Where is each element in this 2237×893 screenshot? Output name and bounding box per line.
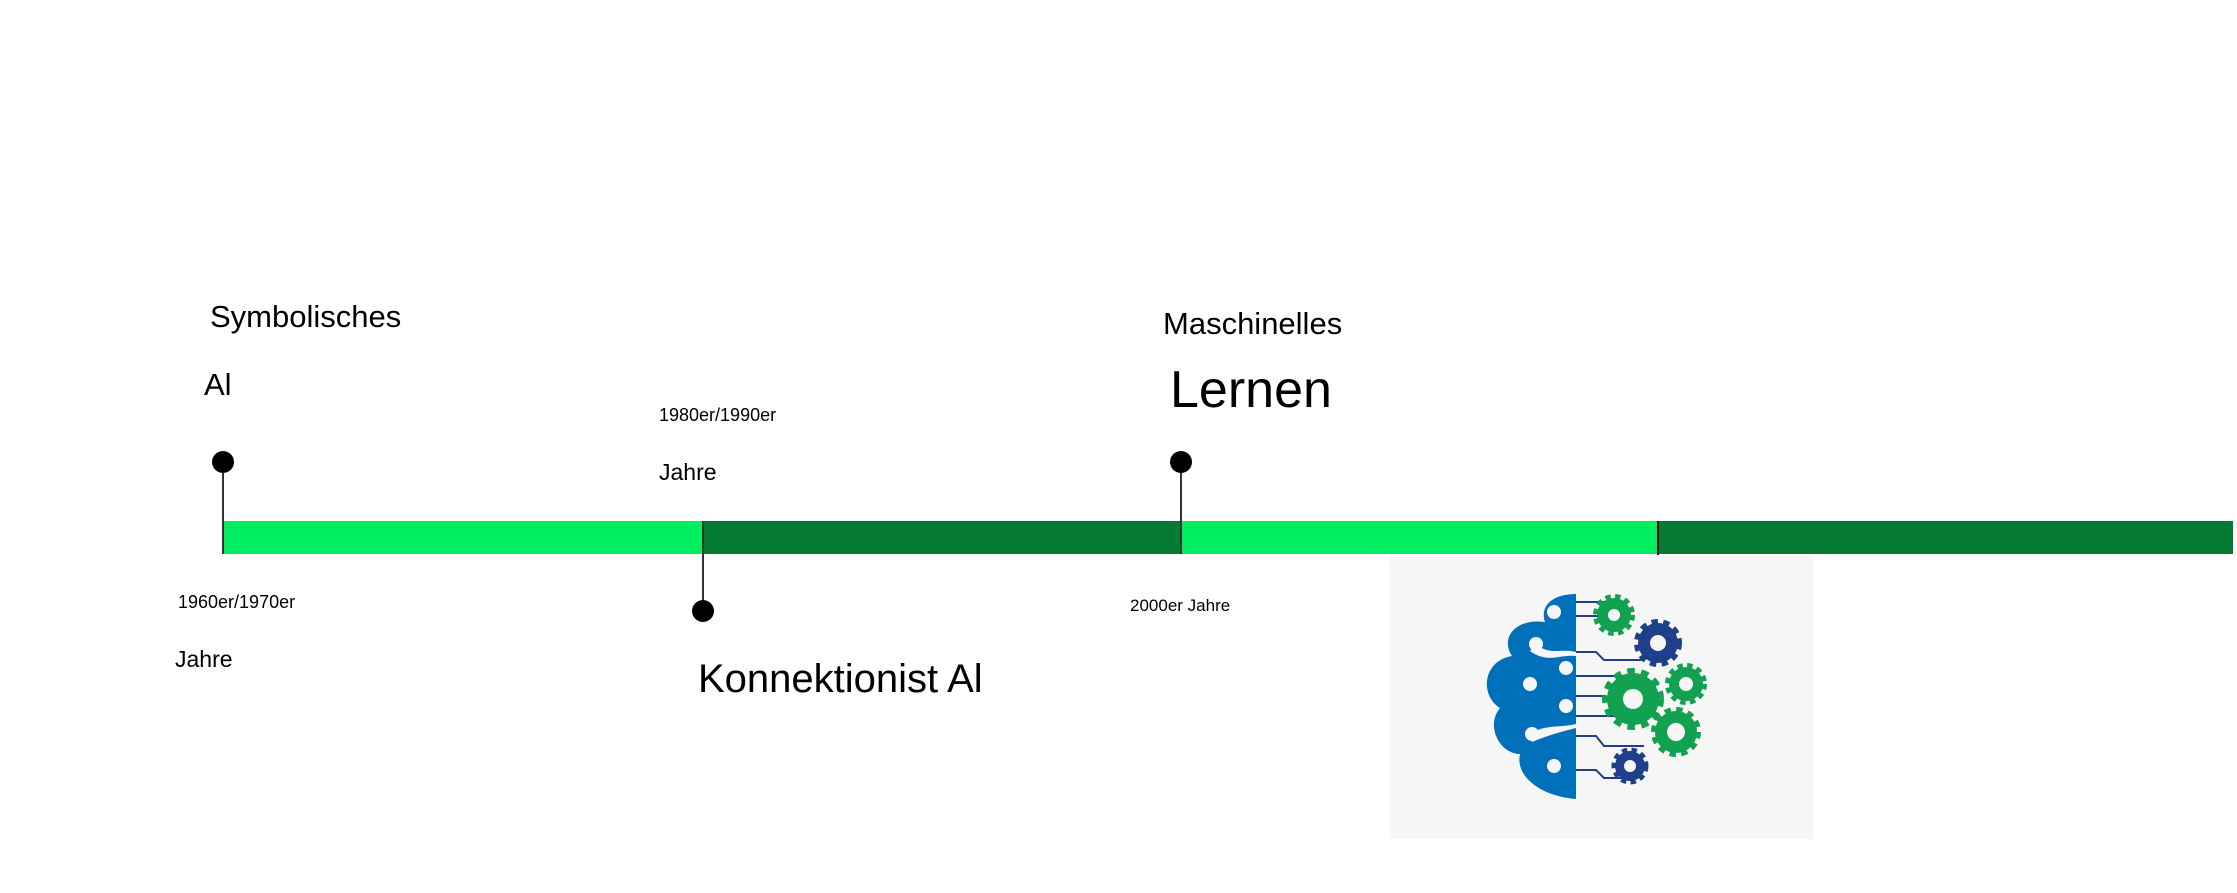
era-3-title-line2: Lernen <box>1170 361 1332 419</box>
timeline-segment-4 <box>1658 521 2233 554</box>
marker-stem-2 <box>702 521 704 611</box>
marker-dot-2 <box>692 600 714 622</box>
timeline-segment-2 <box>703 521 1181 554</box>
marker-stem-3 <box>1180 462 1182 554</box>
era-1-title-line1: Symbolisches <box>210 299 402 334</box>
era-1-period-line2: Jahre <box>175 646 233 672</box>
timeline-segment-1 <box>223 521 703 554</box>
era-2-period-line1: 1980er/1990er <box>659 405 777 425</box>
brain-gears-icon <box>1486 594 1707 799</box>
illustration-panel <box>1390 556 1813 839</box>
marker-stem-1 <box>222 462 224 554</box>
timeline-segment-3 <box>1181 521 1658 554</box>
era-2-title: Konnektionist Al <box>698 657 983 701</box>
segment-divider <box>1657 521 1659 555</box>
era-2-period-line2: Jahre <box>659 459 717 485</box>
era-1-period-line1: 1960er/1970er <box>178 592 296 612</box>
marker-dot-1 <box>212 451 234 473</box>
marker-dot-3 <box>1170 451 1192 473</box>
era-3-title-line1: Maschinelles <box>1163 306 1343 341</box>
era-3-period: 2000er Jahre <box>1130 596 1231 615</box>
era-1-title-line2: Al <box>204 367 232 402</box>
